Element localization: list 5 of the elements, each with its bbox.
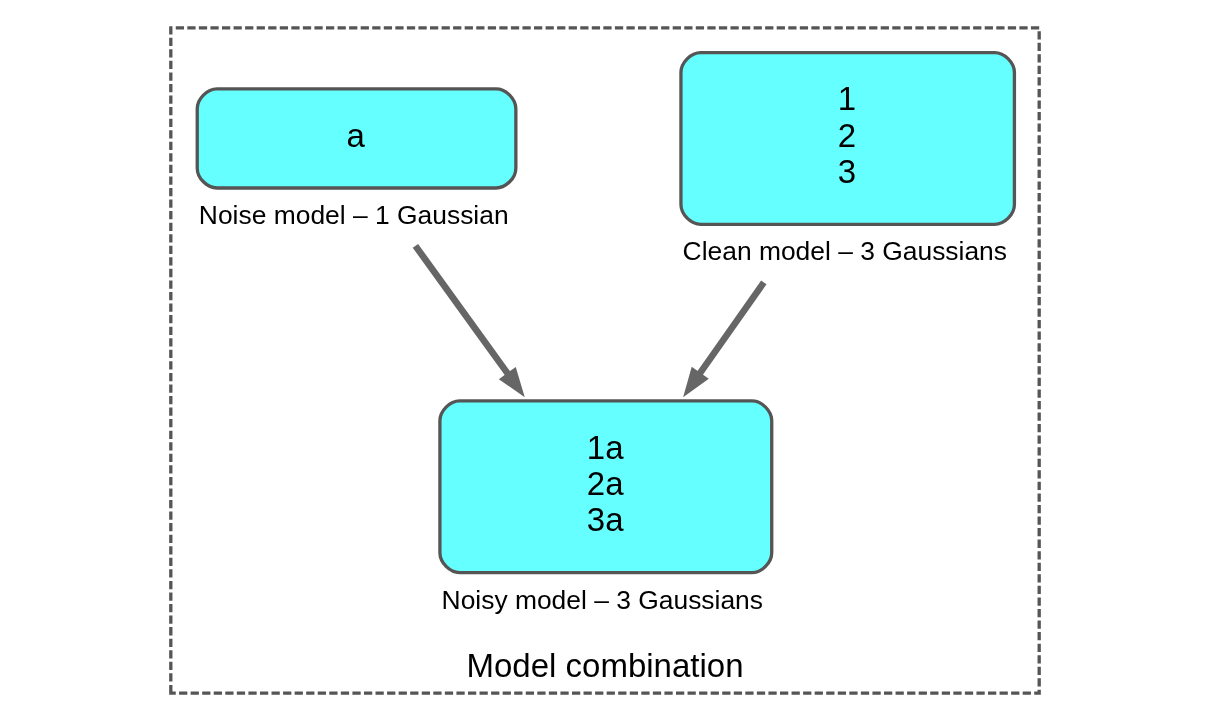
arrow	[412, 243, 525, 398]
node-label: Noisy model – 3 Gaussians	[441, 584, 763, 615]
node-label: Noise model – 1 Gaussian	[198, 199, 509, 230]
node-label: Clean model – 3 Gaussians	[682, 236, 1007, 267]
arrow	[682, 280, 767, 398]
